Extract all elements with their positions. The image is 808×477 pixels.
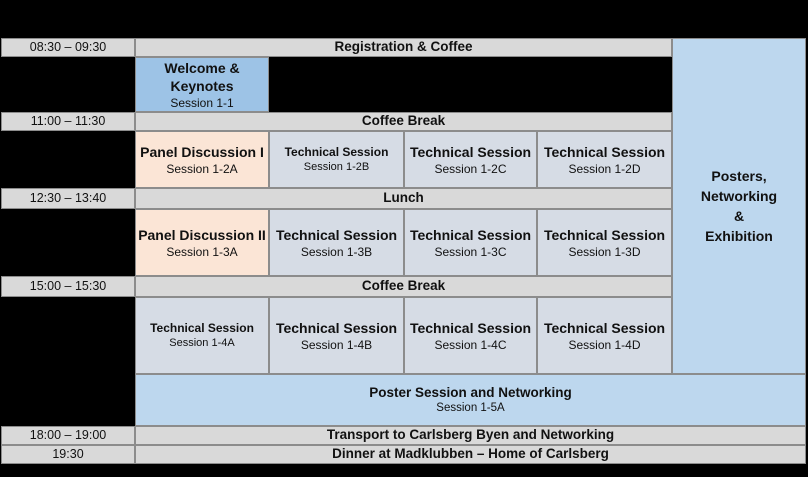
- session-1-3a-title: Panel Discussion II: [138, 226, 266, 243]
- session-1-4d-code: Session 1-4D: [568, 337, 641, 352]
- session-1-1-title-line2: Keynotes: [170, 77, 234, 94]
- cell-session-1-2a-panel-discussion-1: Panel Discussion I Session 1-2A: [135, 131, 269, 188]
- posters-line-2: Networking: [700, 188, 778, 204]
- session-1-2c-code: Session 1-2C: [434, 161, 507, 176]
- session-1-4b-code: Session 1-4B: [300, 337, 373, 352]
- session-1-3b-code: Session 1-3B: [300, 244, 373, 259]
- session-1-4a-title: Technical Session: [150, 321, 254, 335]
- cell-session-1-3a-panel-discussion-2: Panel Discussion II Session 1-3A: [135, 209, 269, 276]
- posters-line-1: Posters,: [711, 168, 767, 184]
- band-coffee-break-2-label: Coffee Break: [361, 278, 446, 294]
- session-1-5a-title: Poster Session and Networking: [369, 385, 572, 400]
- cell-session-1-2d-technical-session: Technical Session Session 1-2D: [537, 131, 672, 188]
- session-1-1-title-line1: Welcome &: [164, 59, 240, 76]
- time-registration-label: 08:30 – 09:30: [29, 39, 107, 54]
- session-1-4a-code: Session 1-4A: [169, 337, 235, 349]
- time-transport-label: 18:00 – 19:00: [29, 427, 107, 442]
- schedule-table: 08:30 – 09:30 Registration & Coffee Post…: [1, 38, 806, 464]
- session-1-3d-code: Session 1-3D: [568, 244, 641, 259]
- band-dinner-label: Dinner at Madklubben – Home of Carlsberg: [332, 446, 609, 462]
- session-1-4c-code: Session 1-4C: [434, 337, 507, 352]
- band-transport-label: Transport to Carlsberg Byen and Networki…: [326, 427, 615, 443]
- time-coffee-break-2-label: 15:00 – 15:30: [29, 278, 107, 293]
- posters-line-3: &: [733, 208, 745, 224]
- time-transport: 18:00 – 19:00: [1, 426, 135, 445]
- session-1-2b-title: Technical Session: [284, 145, 389, 159]
- session-1-2d-code: Session 1-2D: [568, 161, 641, 176]
- session-1-3d-title: Technical Session: [543, 226, 666, 243]
- cell-session-1-2c-technical-session: Technical Session Session 1-2C: [404, 131, 537, 188]
- band-coffee-break-2: Coffee Break: [135, 276, 672, 297]
- time-dinner-label: 19:30: [52, 446, 84, 461]
- time-registration: 08:30 – 09:30: [1, 38, 135, 57]
- session-1-4c-title: Technical Session: [409, 319, 532, 336]
- time-coffee-break-2: 15:00 – 15:30: [1, 276, 135, 297]
- cell-session-1-3b-technical-session: Technical Session Session 1-3B: [269, 209, 404, 276]
- band-dinner: Dinner at Madklubben – Home of Carlsberg: [135, 445, 806, 464]
- cell-session-1-2b-technical-session: Technical Session Session 1-2B: [269, 131, 404, 188]
- time-lunch: 12:30 – 13:40: [1, 188, 135, 209]
- session-1-2c-title: Technical Session: [409, 143, 532, 160]
- session-1-2b-code: Session 1-2B: [303, 161, 370, 173]
- cell-posters-networking-exhibition: Posters, Networking & Exhibition: [672, 38, 806, 374]
- session-1-3a-code: Session 1-3A: [166, 244, 238, 259]
- cell-session-1-3d-technical-session: Technical Session Session 1-3D: [537, 209, 672, 276]
- band-coffee-break-1: Coffee Break: [135, 112, 672, 131]
- band-registration-coffee: Registration & Coffee: [135, 38, 672, 57]
- time-coffee-break-1-label: 11:00 – 11:30: [30, 113, 106, 128]
- session-1-1-code: Session 1-1: [170, 95, 234, 110]
- cell-session-1-5a-poster-session: Poster Session and Networking Session 1-…: [135, 374, 806, 426]
- time-dinner: 19:30: [1, 445, 135, 464]
- band-registration-coffee-label: Registration & Coffee: [334, 39, 473, 55]
- cell-session-1-4d-technical-session: Technical Session Session 1-4D: [537, 297, 672, 374]
- session-1-2a-title: Panel Discussion I: [140, 143, 264, 160]
- cell-session-1-4a-technical-session: Technical Session Session 1-4A: [135, 297, 269, 374]
- session-1-3c-title: Technical Session: [409, 226, 532, 243]
- posters-line-4: Exhibition: [705, 228, 773, 244]
- session-1-4b-title: Technical Session: [275, 319, 398, 336]
- session-1-4d-title: Technical Session: [543, 319, 666, 336]
- cell-session-1-4b-technical-session: Technical Session Session 1-4B: [269, 297, 404, 374]
- cell-session-1-1-welcome-keynotes: Welcome & Keynotes Session 1-1: [135, 57, 269, 112]
- cell-session-1-4c-technical-session: Technical Session Session 1-4C: [404, 297, 537, 374]
- cell-session-1-3c-technical-session: Technical Session Session 1-3C: [404, 209, 537, 276]
- session-1-3c-code: Session 1-3C: [434, 244, 507, 259]
- band-lunch-label: Lunch: [383, 190, 424, 206]
- time-lunch-label: 12:30 – 13:40: [29, 190, 107, 205]
- session-1-2a-code: Session 1-2A: [166, 161, 238, 176]
- session-1-2d-title: Technical Session: [543, 143, 666, 160]
- time-coffee-break-1: 11:00 – 11:30: [1, 112, 135, 131]
- band-lunch: Lunch: [135, 188, 672, 209]
- session-1-3b-title: Technical Session: [275, 226, 398, 243]
- session-1-5a-code: Session 1-5A: [436, 402, 505, 414]
- band-coffee-break-1-label: Coffee Break: [361, 113, 446, 129]
- band-transport: Transport to Carlsberg Byen and Networki…: [135, 426, 806, 445]
